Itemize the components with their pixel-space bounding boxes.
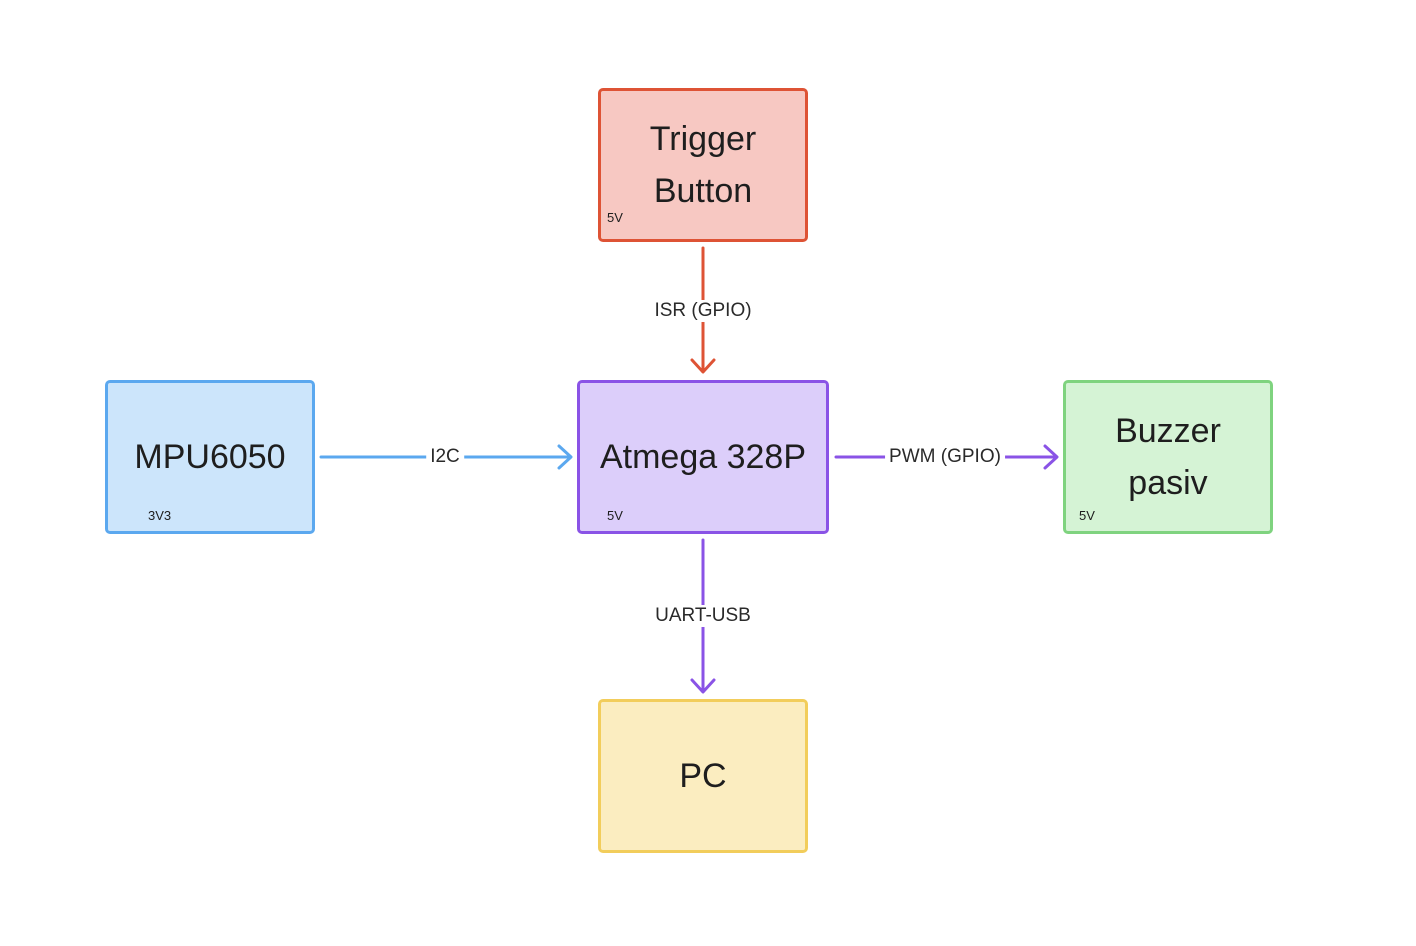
node-trigger-button[interactable]: Trigger Button 5V xyxy=(598,88,808,242)
voltage-label: 5V xyxy=(1079,508,1095,523)
edge-label-uart: UART-USB xyxy=(651,605,755,627)
node-title: Buzzer pasiv xyxy=(1115,412,1221,502)
node-pc[interactable]: PC xyxy=(598,699,808,853)
voltage-label: 3V3 xyxy=(148,508,172,523)
voltage-label: 5V xyxy=(607,210,623,225)
node-atmega-328p[interactable]: Atmega 328P 5V xyxy=(577,380,829,534)
arrowhead-icon xyxy=(690,358,716,374)
node-title: Atmega 328P xyxy=(599,438,807,476)
arrowhead-icon xyxy=(1043,444,1059,470)
arrowhead-icon xyxy=(557,444,573,470)
edge-label-isr: ISR (GPIO) xyxy=(650,300,756,322)
arrowhead-icon xyxy=(690,678,716,694)
node-title: Trigger Button xyxy=(649,120,757,210)
edge-label-i2c: I2C xyxy=(426,446,464,468)
node-title: PC xyxy=(679,757,727,795)
node-title: MPU6050 xyxy=(134,438,286,476)
voltage-label: 5V xyxy=(607,508,623,523)
edge-label-pwm: PWM (GPIO) xyxy=(885,446,1005,468)
node-mpu6050[interactable]: MPU6050 3V3 xyxy=(105,380,315,534)
node-buzzer-pasiv[interactable]: Buzzer pasiv 5V xyxy=(1063,380,1273,534)
